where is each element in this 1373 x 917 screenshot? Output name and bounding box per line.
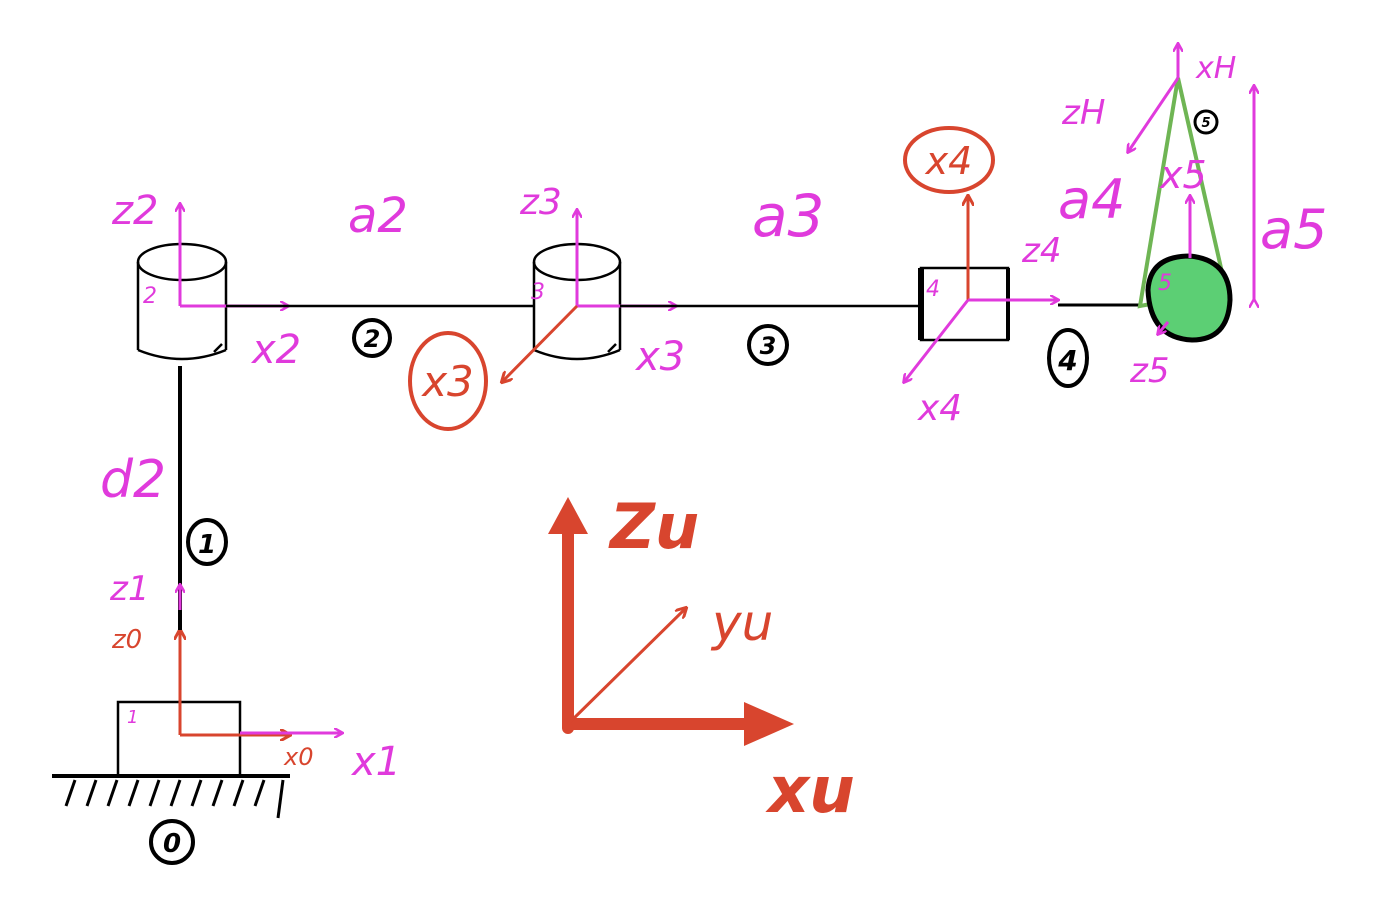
joint-5-ball — [1145, 253, 1233, 343]
joint-5-number: 5 — [1158, 271, 1172, 296]
z5-label: z5 — [1129, 351, 1169, 391]
x5-label: x5 — [1159, 153, 1207, 197]
link-4-text: 4 — [1057, 344, 1077, 377]
x3-label: x3 — [634, 334, 685, 380]
zH-axis — [1128, 77, 1180, 152]
joint-3-number: 3 — [531, 280, 545, 305]
world-z-label: Zu — [608, 490, 699, 563]
joint-2-number: 2 — [143, 284, 157, 309]
world-x-arrowhead — [744, 702, 794, 746]
link-2-text: 2 — [364, 325, 381, 353]
link-5-label: 5 — [1193, 109, 1219, 135]
link-3-text: 3 — [760, 332, 777, 360]
x4-axis — [904, 299, 970, 382]
x3-red-callout: x3 — [408, 331, 488, 431]
x1-label: x1 — [350, 739, 401, 785]
param-a3: a3 — [752, 182, 824, 250]
joint-1-number: 1 — [127, 707, 138, 728]
x4-label: x4 — [917, 388, 962, 429]
xH-label: xH — [1195, 51, 1236, 86]
link-1-text: 1 — [198, 530, 216, 560]
x3-red-axis — [502, 304, 579, 382]
param-a4: a4 — [1058, 168, 1125, 231]
link-4-label: 4 — [1047, 328, 1089, 388]
joint-4-box — [918, 266, 1010, 342]
z4-label: z4 — [1021, 231, 1061, 271]
link-1-label: 1 — [186, 518, 228, 566]
world-z-arrowhead — [548, 497, 588, 534]
link-0-label: 0 — [149, 819, 195, 865]
z0-label: z0 — [111, 625, 142, 655]
param-a2: a2 — [348, 188, 408, 244]
z1-label: z1 — [109, 569, 149, 609]
z3-label: z3 — [519, 182, 562, 223]
z5-axis — [1158, 321, 1170, 334]
x0-label: x0 — [283, 743, 313, 771]
x3-red-label: x3 — [420, 357, 474, 406]
link-2-label: 2 — [352, 318, 392, 358]
link-0-text: 0 — [163, 829, 181, 859]
ground-base — [52, 700, 290, 819]
joint-4-number: 4 — [926, 277, 940, 302]
x2-label: x2 — [250, 327, 301, 373]
param-a5: a5 — [1260, 198, 1327, 261]
param-d2: d2 — [100, 450, 166, 510]
link-3-label: 3 — [747, 324, 789, 366]
zH-label: zH — [1061, 93, 1105, 133]
world-y-label: yu — [710, 594, 773, 652]
z2-label: z2 — [111, 188, 158, 234]
x4-red-label: x4 — [925, 139, 973, 183]
link-5-text: 5 — [1201, 116, 1210, 131]
world-y-axis — [566, 608, 686, 726]
world-frame: Zu yu xu — [548, 490, 855, 828]
world-x-label: xu — [765, 754, 855, 828]
x4-red-callout: x4 — [903, 126, 995, 194]
